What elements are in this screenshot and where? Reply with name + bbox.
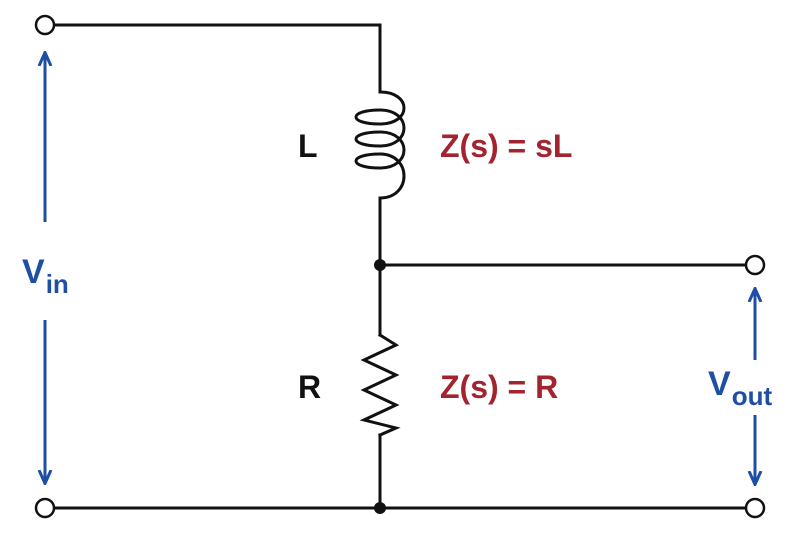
inductor-impedance-label: Z(s) = sL [440, 128, 572, 164]
input-terminal-top [34, 14, 56, 36]
vin-label: Vin [22, 253, 69, 299]
vin-symbol: V [22, 253, 45, 291]
vout-symbol: V [708, 365, 731, 403]
resistor-impedance-label: Z(s) = R [440, 369, 558, 405]
junction-dot-middle [374, 259, 386, 271]
vin-subscript: in [46, 269, 69, 299]
output-terminal-top [744, 254, 766, 276]
inductor-coil [354, 90, 406, 200]
inductor-label: L [298, 128, 318, 164]
junction-dot-bottom [374, 502, 386, 514]
wires [48, 23, 752, 510]
resistor-label: R [298, 369, 321, 405]
top-wire [48, 23, 382, 94]
vout-subscript: out [732, 381, 773, 411]
resistor-zigzag [359, 332, 401, 437]
vout-label: Vout [708, 365, 772, 411]
output-terminal-bottom [744, 497, 766, 519]
input-terminal-bottom [34, 497, 56, 519]
